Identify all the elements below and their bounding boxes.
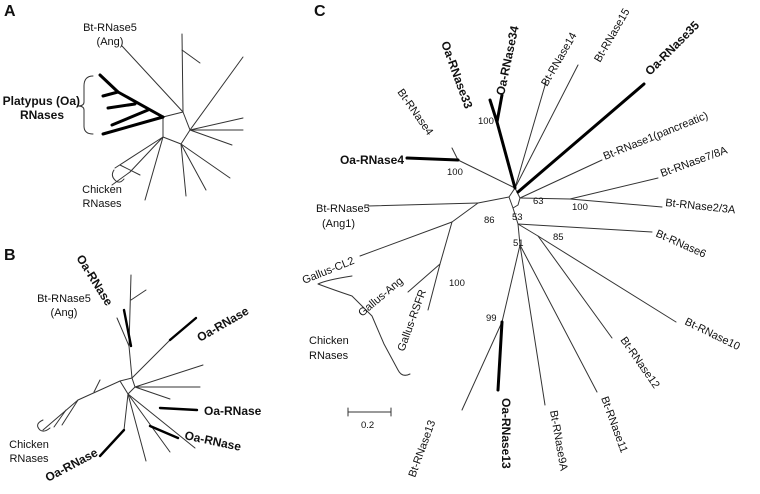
panel-b-chicken-label-2: RNases [9, 453, 49, 465]
panel-c-leaf-rnase5-line2: (Ang1) [322, 218, 355, 230]
panel-c-leaf-gallus-rsfr: Gallus-RSFR [396, 288, 429, 353]
panel-c-leaf-rnase6: Bt-RNase6 [654, 228, 708, 261]
panel-c-bootstrap-53: 53 [512, 212, 523, 223]
panel-b-platypus-branches [98, 308, 199, 458]
panel-a: A Bt-RN [3, 3, 244, 210]
panel-a-ang-label-1: Bt-RNase5 [83, 22, 137, 34]
panel-a-ang-label-2: (Ang) [97, 36, 124, 48]
panel-c-chicken-bracket [317, 275, 411, 376]
panel-c-leaf-rnase14: Bt-RNase14 [539, 31, 579, 89]
panel-b-ang-label-2: (Ang) [51, 307, 78, 319]
panel-c-leaf-rnase2-3a: Bt-RNase2/3A [665, 197, 737, 216]
panel-a-platypus-label-1: Platypus (Oa) [3, 94, 80, 108]
panel-c-leaf-rnase11: Bt-RNase11 [598, 395, 629, 455]
panel-c-tree [359, 64, 677, 411]
panel-a-tree [111, 33, 244, 201]
panel-c-leaf-rnase15: Bt-RNase15 [592, 7, 632, 65]
panel-c-bootstrap-99: 99 [486, 313, 497, 324]
panel-c-leaf-rnase9a: Bt-RNase9A [547, 409, 570, 472]
panel-a-label: A [4, 3, 16, 20]
panel-c-leaf-rnase10: Bt-RNase10 [683, 316, 742, 353]
panel-c-leaf-oa-rnase4: Oa-RNase4 [340, 153, 404, 167]
panel-c-leaf-oa-rnase34: Oa-RNase34 [493, 24, 521, 96]
panel-a-platypus-clade [98, 73, 165, 136]
panel-c-leaf-gallus-cl2: Gallus-CL2 [301, 255, 357, 287]
panel-c-bootstrap-63: 63 [533, 196, 544, 207]
panel-c-leaf-rnase7-8a: Bt-RNase7/8A [659, 144, 730, 180]
panel-c-label: C [314, 3, 326, 20]
panel-b: B Bt-RNase5 [4, 247, 262, 485]
panel-b-oa-right-upper-label: Oa-RNase [195, 304, 252, 345]
panel-c-bootstrap-51: 51 [513, 238, 524, 249]
panel-c-bootstrap-oa33-34: 100 [478, 116, 494, 127]
panel-c-leaf-rnase13: Bt-RNase13 [407, 419, 439, 479]
panel-c-bootstrap-86: 86 [484, 215, 495, 226]
panel-b-chicken-label-1: Chicken [9, 439, 49, 451]
panel-c-bootstrap-100-r23: 100 [572, 202, 588, 213]
panel-c: C [301, 3, 742, 479]
panel-c-leaf-rnase1: Bt-RNase1(pancreatic) [602, 110, 710, 163]
panel-c-chicken-label-1: Chicken [309, 335, 349, 347]
panel-b-oa-right-mid-label: Oa-RNase [204, 404, 262, 418]
panel-c-bootstrap-oa4: 100 [447, 167, 463, 178]
panel-b-tree [42, 274, 204, 462]
panel-c-leaf-rnase12: Bt-RNase12 [618, 335, 662, 391]
panel-c-scale-bar: 0.2 [347, 407, 392, 431]
panel-b-chicken-bracket [37, 419, 51, 432]
panel-b-oa-right-low-label: Oa-RNase [183, 428, 242, 454]
panel-a-chicken-bracket [111, 169, 125, 183]
panel-c-leaf-gallus-ang: Gallus-Ang [356, 275, 405, 319]
panel-c-platypus-branches [405, 82, 646, 392]
panel-b-ang-label-1: Bt-RNase5 [37, 293, 91, 305]
panel-c-scale-label: 0.2 [361, 420, 374, 431]
panel-a-platypus-bracket [77, 75, 94, 135]
panel-c-leaf-oa-rnase13: Oa-RNase13 [499, 398, 513, 469]
panel-c-chicken-label-2: RNases [309, 350, 349, 362]
panel-a-chicken-label-1: Chicken [82, 184, 122, 196]
panel-c-bootstrap-gallus: 100 [449, 278, 465, 289]
panel-a-platypus-label-2: RNases [20, 108, 64, 122]
panel-c-leaf-rnase5-line1: Bt-RNase5 [316, 203, 370, 215]
panel-c-leaf-rnase4: Bt-RNase4 [395, 87, 436, 138]
panel-c-leaf-oa-rnase35: Oa-RNase35 [642, 18, 702, 78]
panel-a-chicken-label-2: RNases [82, 198, 122, 210]
panel-c-leaf-oa-rnase33: Oa-RNase33 [438, 39, 475, 111]
panel-c-bootstrap-85: 85 [553, 232, 564, 243]
panel-b-label: B [4, 247, 16, 264]
panel-b-oa-bottom-left-label: Oa-RNase [43, 445, 101, 484]
